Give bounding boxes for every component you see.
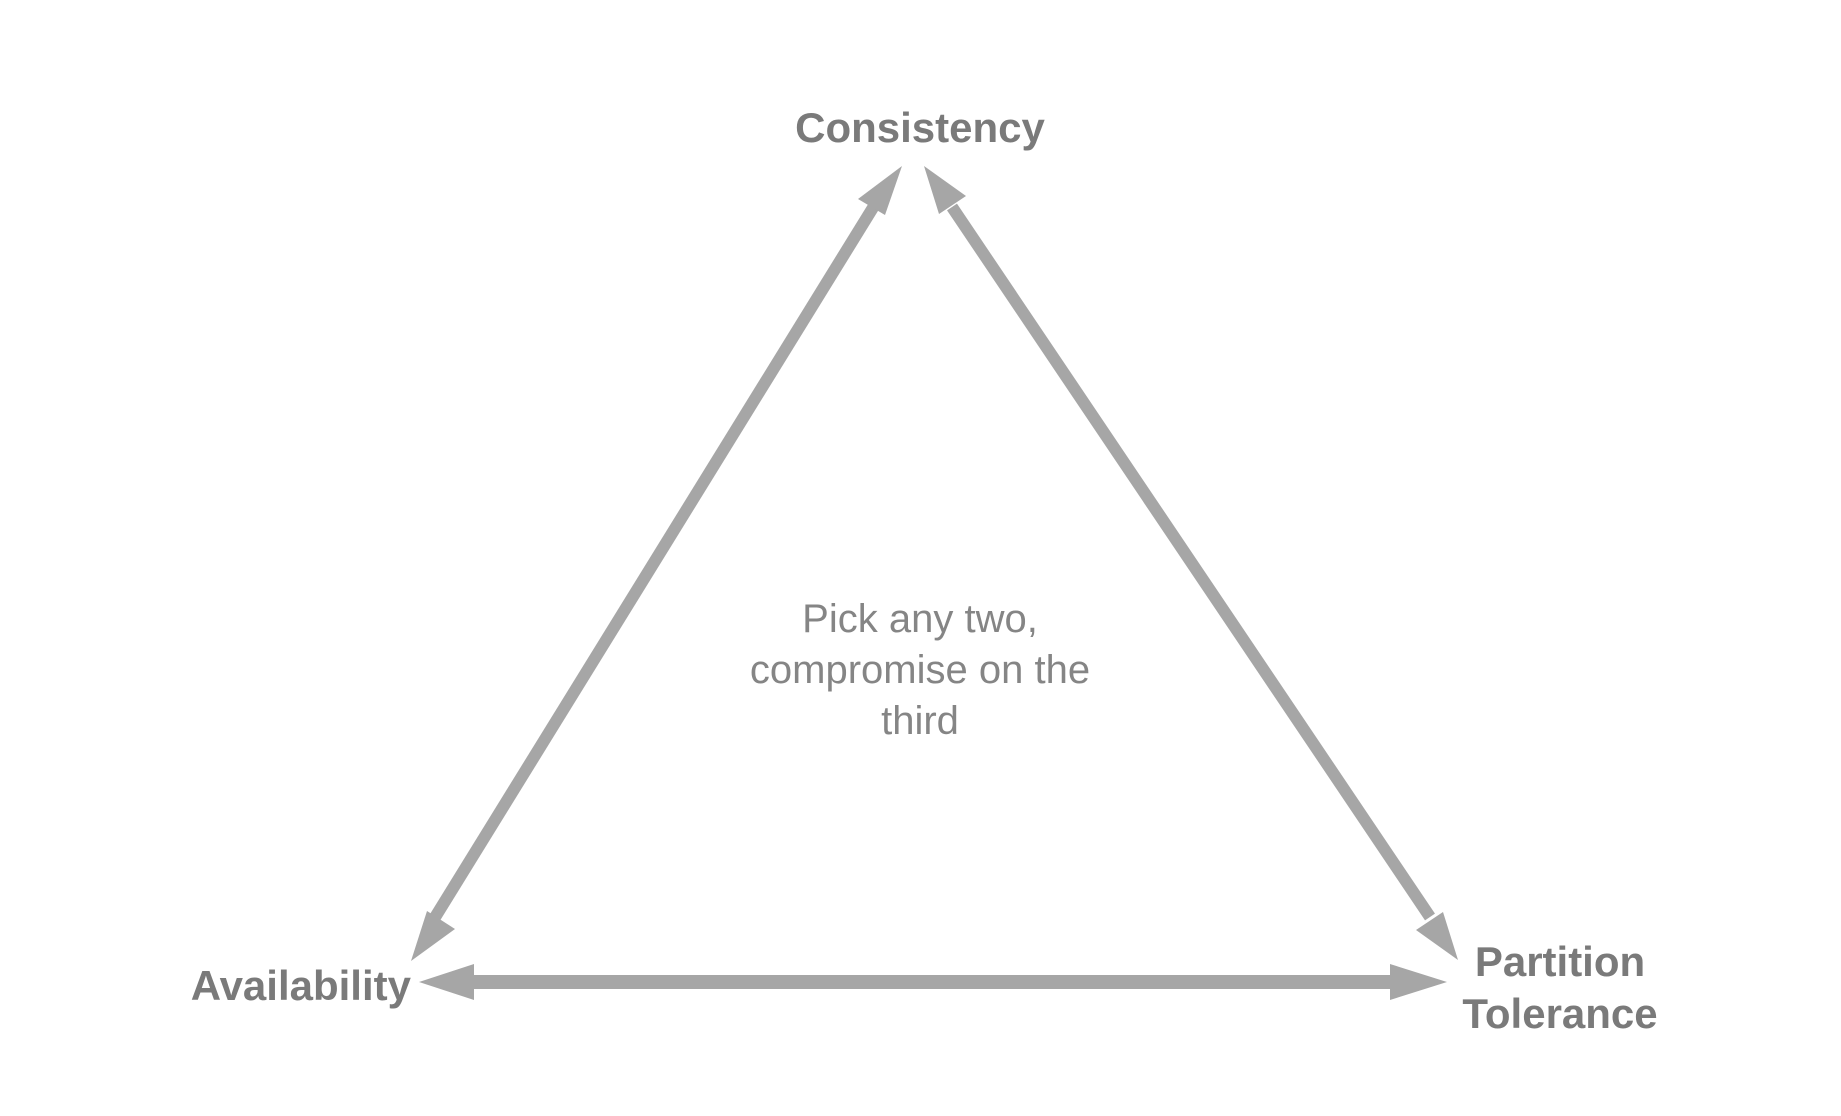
vertex-label-consistency: Consistency bbox=[795, 104, 1045, 151]
arrowhead-to-consistency bbox=[858, 166, 902, 215]
center-caption: Pick any two, compromise on the third bbox=[670, 594, 1170, 747]
arrow-consistency-availability bbox=[428, 202, 880, 923]
arrowhead-to-availability-bottom bbox=[419, 964, 474, 1000]
center-caption-line2: compromise on the bbox=[749, 648, 1091, 692]
arrowhead-to-partition-bottom bbox=[1390, 964, 1447, 1000]
center-caption-line1: Pick any two, bbox=[802, 597, 1038, 641]
arrowhead-to-availability bbox=[411, 911, 455, 961]
partition-label-line2: Tolerance bbox=[1462, 990, 1658, 1037]
arrowhead-to-partition bbox=[1416, 912, 1458, 960]
vertex-label-partition-tolerance: Partition Tolerance bbox=[1420, 936, 1700, 1040]
arrowhead-to-consistency-right bbox=[924, 166, 966, 214]
center-caption-line3: third bbox=[881, 699, 959, 743]
arrow-consistency-partition bbox=[947, 203, 1435, 921]
vertex-label-availability: Availability bbox=[190, 962, 411, 1009]
partition-label-line1: Partition bbox=[1474, 938, 1646, 985]
